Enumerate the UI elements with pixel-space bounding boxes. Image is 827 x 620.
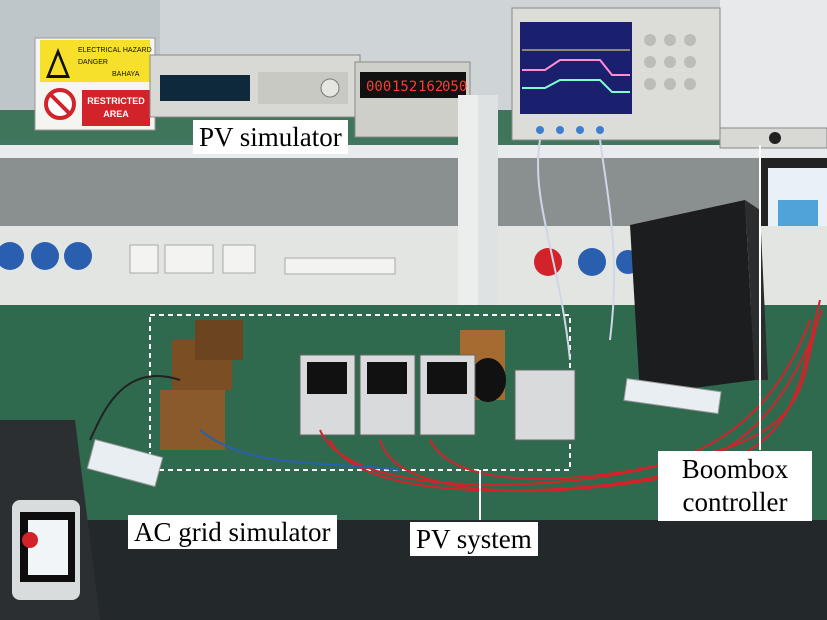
sign-danger-text: DANGER xyxy=(78,59,108,66)
supply-display-4: 050 xyxy=(442,79,467,95)
ac-grid-simulator-device xyxy=(0,420,100,620)
pv-system-label: PV system xyxy=(410,522,538,556)
dc-power-supply: 000 152 162 050 xyxy=(354,61,471,138)
ac-grid-simulator-label: AC grid simulator xyxy=(128,515,337,549)
boombox-controller-label: Boombox controller xyxy=(658,451,812,521)
supply-display-2: 152 xyxy=(392,79,417,95)
boombox-controller-label-line2: controller xyxy=(682,487,788,517)
pc-tower xyxy=(630,200,768,395)
oscilloscope xyxy=(511,7,721,141)
warning-sign: ELECTRICAL HAZARD DANGER BAHAYA RESTRICT… xyxy=(34,37,156,131)
sign-restricted-text: RESTRICTED xyxy=(87,96,145,106)
converter-boards xyxy=(299,354,576,441)
pv-simulator-device xyxy=(149,54,361,118)
boombox-controller-label-line1: Boombox xyxy=(681,454,789,484)
supply-display-3: 162 xyxy=(418,79,443,95)
supply-display-1: 000 xyxy=(366,79,391,95)
sign-hazard-text: ELECTRICAL HAZARD xyxy=(78,47,152,54)
sign-bahaya-text: BAHAYA xyxy=(112,71,140,78)
sign-area-text: AREA xyxy=(103,109,129,119)
wiring xyxy=(89,139,823,492)
pv-simulator-label: PV simulator xyxy=(193,120,348,154)
